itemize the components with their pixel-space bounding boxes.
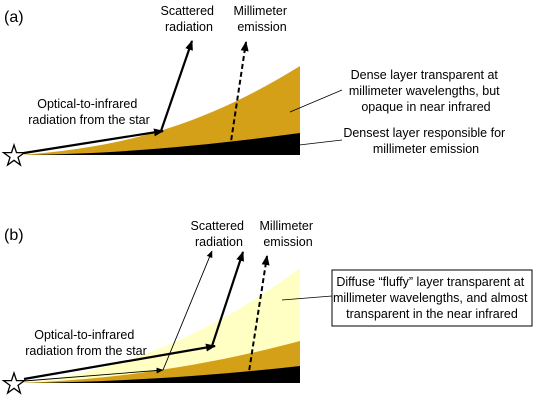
densest-layer-callout-line xyxy=(281,139,343,148)
millimeter-emission-arrow xyxy=(229,41,249,149)
incoming-radiation-arrow xyxy=(23,343,216,381)
dense-layer xyxy=(22,66,300,155)
scattered-radiation-arrow xyxy=(159,40,194,132)
panel-b: (b) Scattered radiation Millimeter emiss… xyxy=(1,219,533,395)
fluffy-layer-callout-box xyxy=(331,269,533,327)
star-icon xyxy=(1,370,27,395)
densest-layer xyxy=(22,133,300,155)
thin-scattered-radiation-arrow xyxy=(162,250,213,371)
densest-layer-callout: Densest layer responsible for millimeter… xyxy=(343,126,508,156)
panel-b-label: (b) xyxy=(4,227,24,244)
incoming-radiation-label: Optical-to-infrared radiation from the s… xyxy=(28,97,150,127)
scattered-label: Scattered radiation xyxy=(191,219,248,249)
fluffy-layer-callout-line xyxy=(281,295,333,301)
dense-layer xyxy=(22,341,300,383)
incoming-radiation-label: Optical-to-infrared radiation from the s… xyxy=(25,328,147,358)
panel-a: (a) Scattered radiation Millimeter emiss… xyxy=(1,4,508,167)
dense-layer-callout-line xyxy=(289,89,343,113)
scattered-label: Scattered radiation xyxy=(161,4,218,34)
millimeter-label: Millimeter emission xyxy=(234,4,291,34)
fluffy-layer-callout: Diffuse “fluffy” layer transparent at mi… xyxy=(333,275,531,321)
millimeter-label: Millimeter emission xyxy=(260,219,317,249)
incoming-radiation-arrow xyxy=(23,128,164,155)
scattered-radiation-arrow xyxy=(210,251,245,347)
star-icon xyxy=(1,142,27,167)
fluffy-layer xyxy=(22,268,300,383)
densest-layer xyxy=(22,366,300,383)
thin-incoming-radiation-arrow xyxy=(23,367,164,382)
millimeter-emission-arrow xyxy=(247,255,270,379)
panel-a-label: (a) xyxy=(4,9,24,26)
dense-layer-callout: Dense layer transparent at millimeter wa… xyxy=(349,68,503,114)
